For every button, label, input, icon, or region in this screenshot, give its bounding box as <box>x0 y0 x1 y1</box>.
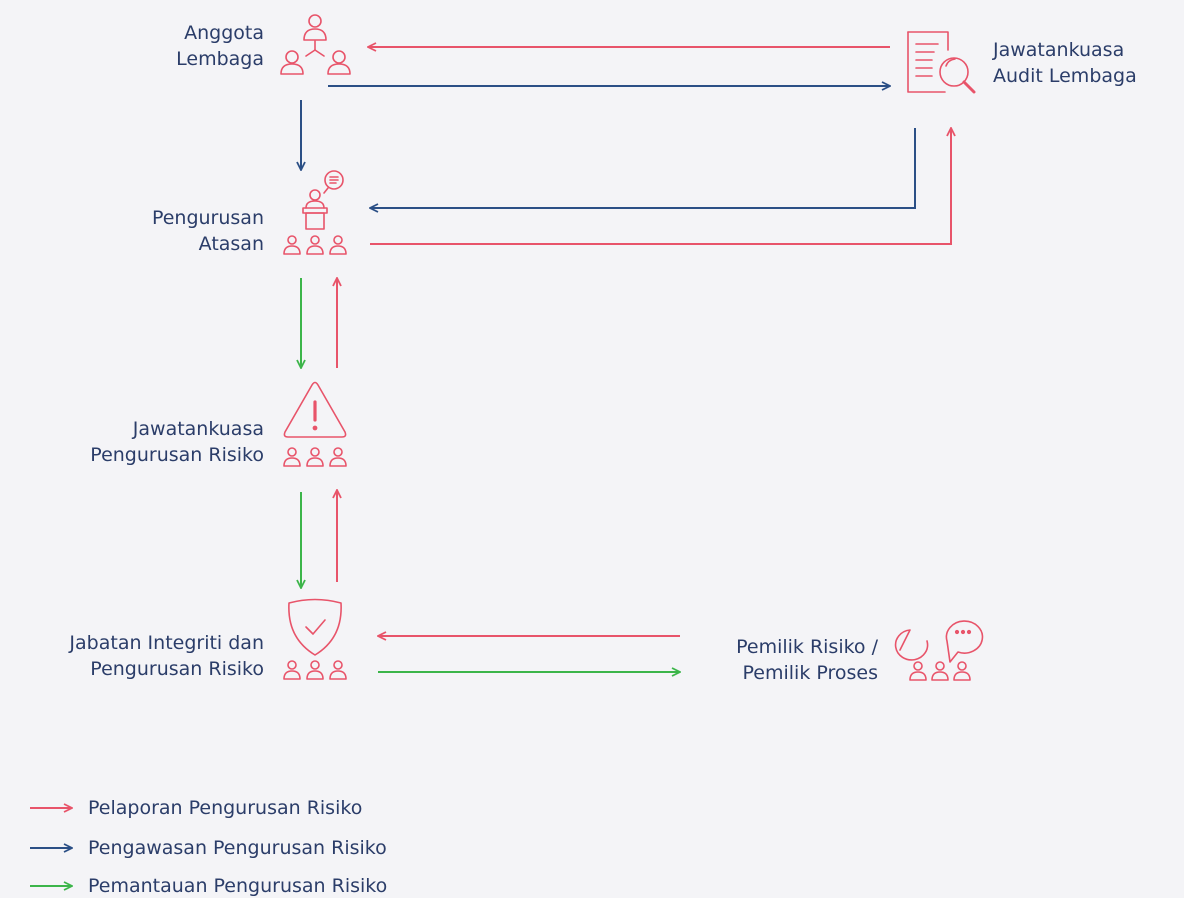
label-audit-line1: Jawatankuasa <box>993 39 1125 61</box>
label-jkrisiko-line2: Pengurusan Risiko <box>90 444 264 466</box>
document-search-icon <box>907 31 976 94</box>
label-jawatankuasa-audit: Jawatankuasa Audit Lembaga <box>993 37 1137 89</box>
label-pengurusan-line2: Atasan <box>198 233 264 255</box>
label-jabatan-integriti: Jabatan Integriti dan Pengurusan Risiko <box>69 630 264 682</box>
legend-label-pemantauan: Pemantauan Pengurusan Risiko <box>88 875 388 897</box>
chat-group-icon <box>894 620 984 681</box>
warning-triangle-icon <box>283 381 347 467</box>
podium-speaker-icon <box>283 170 347 255</box>
legend-label-pengawasan: Pengawasan Pengurusan Risiko <box>88 837 387 859</box>
label-jabatan-line2: Pengurusan Risiko <box>90 658 264 680</box>
arrow-report-management-to-audit <box>370 128 951 245</box>
label-anggota-line2: Lembaga <box>176 48 264 70</box>
arrow-oversight-audit-to-management <box>370 128 916 208</box>
label-pemilik-risiko: Pemilik Risiko / Pemilik Proses <box>736 634 878 686</box>
label-pemilik-line1: Pemilik Risiko / <box>736 636 878 658</box>
label-anggota-lembaga: Anggota Lembaga <box>176 20 264 72</box>
label-pengurusan-line1: Pengurusan <box>151 207 264 229</box>
label-pengurusan-atasan: Pengurusan Atasan <box>152 205 264 257</box>
label-pemilik-line2: Pemilik Proses <box>742 662 879 684</box>
organization-members-icon <box>280 14 351 75</box>
label-jabatan-line1: Jabatan Integriti dan <box>69 632 264 654</box>
label-jawatankuasa-pengurusan-risiko: Jawatankuasa Pengurusan Risiko <box>90 416 264 468</box>
label-jkrisiko-line1: Jawatankuasa <box>132 418 264 440</box>
label-audit-line2: Audit Lembaga <box>993 65 1137 87</box>
label-anggota-line1: Anggota <box>184 22 264 44</box>
shield-check-icon <box>283 598 347 680</box>
legend-label-pelaporan: Pelaporan Pengurusan Risiko <box>88 797 363 819</box>
